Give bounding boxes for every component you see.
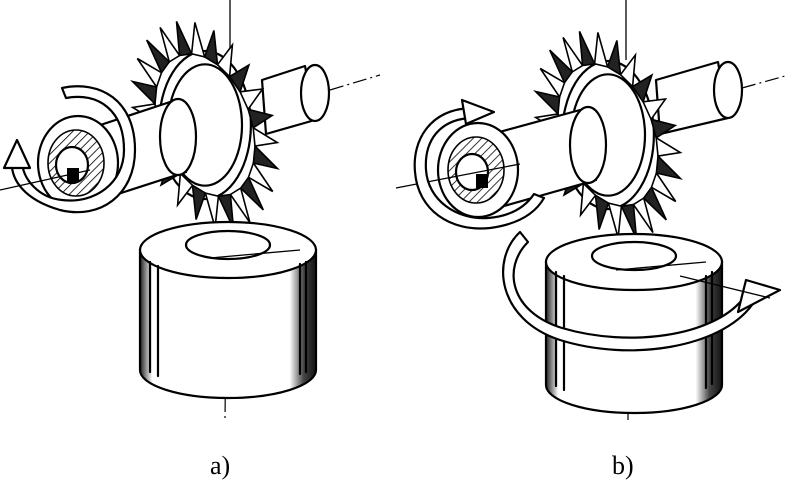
gear-tooth xyxy=(176,171,194,208)
gear-tooth xyxy=(594,193,610,230)
gear-tooth xyxy=(238,87,265,111)
gear-tooth xyxy=(145,39,171,75)
gear-tooth xyxy=(649,118,678,140)
caption-b: b) xyxy=(612,451,634,480)
gear-tooth xyxy=(216,42,234,79)
gear-tooth xyxy=(607,202,623,238)
gear-tooth xyxy=(632,196,654,234)
gear-tooth xyxy=(619,52,637,89)
gear-tooth xyxy=(246,108,275,130)
panel-a xyxy=(0,0,381,421)
gear-tooth xyxy=(562,36,584,74)
gear-tooth xyxy=(229,186,251,224)
gear-tooth xyxy=(539,67,566,99)
gear-tooth xyxy=(641,97,668,121)
gear-tooth xyxy=(175,21,193,57)
gear-tooth xyxy=(217,193,235,229)
gear-tooth xyxy=(252,144,280,170)
gear-tooth xyxy=(203,30,219,67)
gear-tooth xyxy=(228,63,251,94)
shaft-tube xyxy=(395,105,608,219)
bushing xyxy=(544,232,724,415)
gear-tooth xyxy=(548,49,574,85)
gear-tooth xyxy=(159,26,181,64)
gear-tooth xyxy=(655,154,683,180)
gear-tooth xyxy=(533,90,561,116)
bushing xyxy=(138,220,318,400)
gear-tooth xyxy=(578,31,596,67)
gear-tooth xyxy=(620,203,638,239)
caption-a: a) xyxy=(210,451,230,480)
gear-tooth xyxy=(136,57,163,89)
gear-tooth xyxy=(655,136,683,158)
gear-tooth xyxy=(631,73,654,104)
ring-arrow xyxy=(502,230,782,352)
gear-tooth xyxy=(642,185,668,221)
gear-tooth xyxy=(579,181,597,218)
gear-tooth xyxy=(130,80,158,106)
gear-tooth xyxy=(247,161,274,193)
rotation-arrow xyxy=(0,85,137,214)
panel-b xyxy=(395,0,786,420)
gear-tooth xyxy=(593,32,609,68)
gear-tooth xyxy=(190,22,206,58)
gear-tooth xyxy=(650,171,677,203)
rotation-arrow xyxy=(413,98,546,230)
gear-tooth xyxy=(204,192,220,228)
shaft-right xyxy=(260,63,381,136)
gear-tooth xyxy=(606,40,622,77)
gear-tooth xyxy=(191,183,207,220)
gear-tooth xyxy=(252,126,280,148)
gear-tooth xyxy=(239,175,265,211)
shaft-right xyxy=(654,60,786,136)
